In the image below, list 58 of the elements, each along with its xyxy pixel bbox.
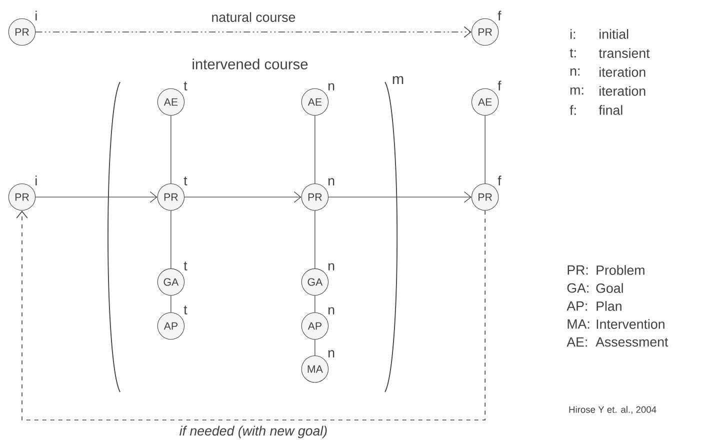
superscript: n bbox=[328, 263, 334, 270]
circle-node: AP bbox=[157, 312, 185, 340]
superscript: f bbox=[498, 10, 502, 20]
legend-text: iteration bbox=[600, 86, 646, 96]
legend-text: t: bbox=[570, 48, 576, 58]
legend-text: AE: bbox=[566, 337, 587, 347]
circle-node: AP bbox=[301, 312, 329, 340]
arrow bbox=[16, 210, 486, 420]
arrow bbox=[35, 191, 158, 203]
circle-node: GA bbox=[301, 268, 329, 296]
heading: intervened course bbox=[192, 58, 308, 70]
citation: Hirose Y et. al., 2004 bbox=[569, 406, 656, 414]
legend-text: Assessment bbox=[596, 337, 668, 347]
superscript: f bbox=[498, 176, 502, 186]
circle-node: PR bbox=[8, 18, 36, 46]
circle-node: PR bbox=[8, 183, 36, 211]
legend-text: AP: bbox=[566, 301, 587, 311]
circle-node: MA bbox=[301, 355, 329, 383]
circle-node: PR bbox=[157, 183, 185, 211]
legend-text: Intervention bbox=[596, 319, 664, 329]
legend-text: GA: bbox=[567, 283, 588, 293]
circle-node: AE bbox=[471, 88, 499, 116]
superscript: n bbox=[328, 83, 334, 90]
arrow bbox=[328, 191, 472, 203]
legend-text: Problem bbox=[596, 265, 644, 275]
heading: m bbox=[392, 76, 404, 84]
superscript: n bbox=[328, 350, 334, 358]
legend-text: PR: bbox=[568, 265, 588, 275]
legend-text: Goal bbox=[596, 283, 623, 293]
superscript: t bbox=[184, 306, 188, 314]
legend-text: n: bbox=[570, 68, 580, 76]
superscript: i bbox=[36, 10, 37, 20]
legend-text: f: bbox=[570, 105, 576, 115]
circle-node: AE bbox=[301, 88, 329, 116]
legend-text: m: bbox=[570, 87, 584, 95]
edge-label: natural course bbox=[212, 12, 296, 22]
circle-node: AE bbox=[157, 88, 185, 116]
superscript: i bbox=[36, 176, 37, 186]
legend-text: MA: bbox=[568, 319, 590, 329]
circle-node: PR bbox=[471, 183, 499, 211]
superscript: n bbox=[328, 307, 334, 314]
superscript: n bbox=[328, 178, 334, 186]
legend-text: initial bbox=[600, 29, 628, 39]
edge-label: if needed (with new goal) bbox=[180, 426, 327, 438]
superscript: t bbox=[184, 82, 188, 90]
superscript: f bbox=[498, 80, 502, 90]
legend-text: i: bbox=[570, 29, 576, 39]
legend-text: iteration bbox=[600, 67, 646, 77]
legend-text: final bbox=[598, 105, 622, 115]
superscript: t bbox=[184, 176, 188, 186]
legend-text: Plan bbox=[596, 301, 622, 311]
circle-node: PR bbox=[301, 183, 329, 211]
arrow bbox=[184, 191, 302, 203]
circle-node: GA bbox=[157, 268, 185, 296]
superscript: t bbox=[184, 262, 188, 270]
arrow bbox=[35, 26, 472, 38]
legend-text: transient bbox=[598, 48, 650, 58]
circle-node: PR bbox=[471, 18, 499, 46]
